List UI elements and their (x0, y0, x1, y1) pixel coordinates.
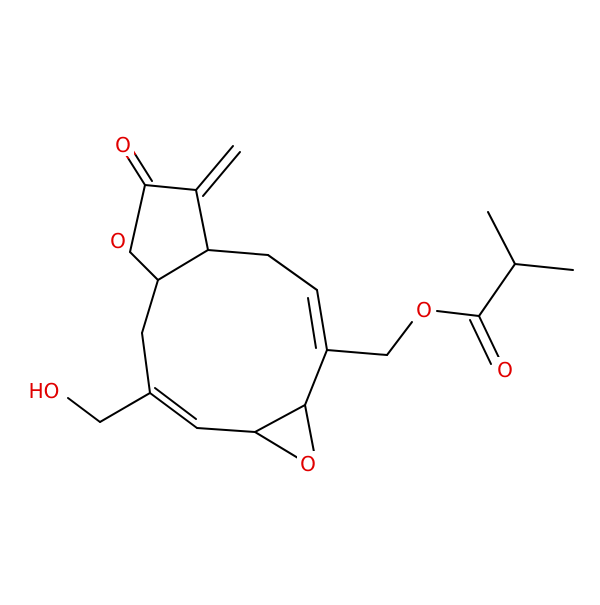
atom-label-ester-carbonyl-oxygen: O (497, 358, 513, 382)
bond-c3a-c4 (207, 249, 269, 256)
bond-c6-ch2 (326, 349, 388, 356)
bond-c5-c6-inner (307, 297, 317, 349)
bond-c5-c6 (316, 289, 328, 351)
atom-label-carbonyl-oxygen: O (115, 133, 131, 157)
bond-c8-c9 (196, 427, 256, 433)
bond-c9-c10 (149, 392, 198, 429)
atom-label-lactone-oxygen: O (110, 229, 126, 253)
atom-label-hydroxyl: HO (29, 379, 60, 403)
bond-c2-o-2 (134, 153, 153, 182)
bond-cco-o-2 (469, 319, 492, 365)
bond-c10-c11 (141, 332, 151, 394)
bond-c11-c11a (141, 279, 159, 334)
bond-c11a-o (129, 251, 159, 281)
bond-ch-me2 (487, 211, 516, 265)
bond-c7-c8 (254, 404, 306, 433)
bond-c2-o-1 (127, 157, 146, 186)
bond-ch-me1 (514, 263, 574, 271)
atom-label-layer: O O HO O O O (22, 132, 516, 476)
label-bg-epoxide-o (297, 451, 319, 475)
bond-c6-c7 (304, 349, 328, 406)
label-bg-ester-carbonyl-o (494, 357, 516, 381)
atom-label-ester-oxygen: O (416, 298, 432, 322)
bond-layer (67, 145, 574, 459)
bond-c7-oep (304, 404, 315, 453)
bond-o-c2 (129, 184, 146, 253)
bond-ch2-oh (67, 397, 101, 423)
bond-cco-ch (478, 263, 516, 317)
label-bg-ester-o (413, 297, 435, 321)
bond-c9-c10-inner (154, 387, 197, 420)
atom-label-epoxide-oxygen: O (300, 452, 316, 476)
bond-c3-c3a (195, 189, 209, 251)
bond-c8-oep (254, 431, 299, 459)
bond-c4-c5 (267, 254, 318, 291)
bond-c3a-c11a (157, 249, 209, 281)
label-bg-hydroxyl (22, 378, 66, 402)
label-bg-carbonyl-o (112, 132, 134, 156)
bond-oester-cco (436, 310, 480, 317)
bond-c2-c3 (144, 184, 197, 191)
label-bg-lactone-o (107, 228, 129, 252)
bond-ch2-oester (386, 321, 413, 356)
bond-c10-ch2 (99, 392, 151, 423)
bond-cco-o-1 (478, 315, 501, 361)
bond-methylene-1 (195, 145, 234, 191)
bond-methylene-2 (202, 151, 241, 197)
